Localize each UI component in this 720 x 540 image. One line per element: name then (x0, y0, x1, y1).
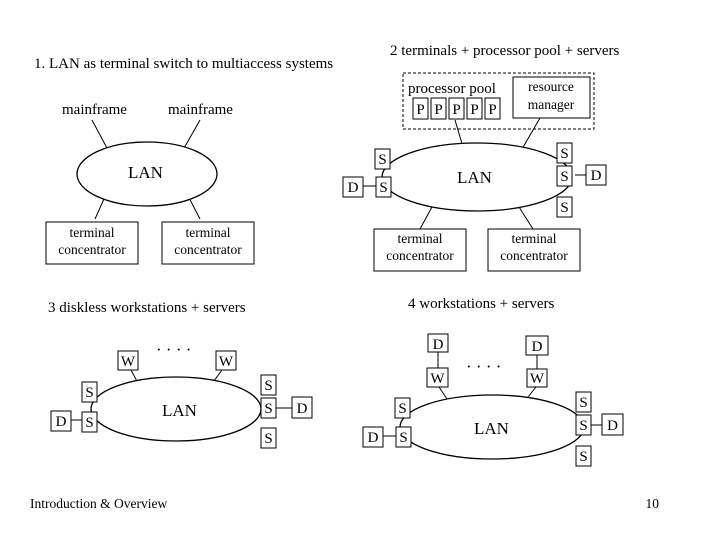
lan-label: LAN (457, 168, 492, 187)
server: S (85, 385, 93, 401)
terminal-concentrator-label: terminal (398, 231, 443, 246)
heading-terminal-switch: 1. LAN as terminal switch to multiaccess… (34, 56, 333, 72)
lan-label: LAN (162, 401, 197, 420)
terminal-concentrator-label: concentrator (174, 242, 242, 257)
resource-manager-label: manager (528, 97, 575, 112)
disk: D (532, 339, 543, 355)
disk: D (348, 180, 359, 196)
server: S (398, 401, 406, 417)
server: S (85, 415, 93, 431)
server: S (264, 378, 272, 394)
footer-title: Introduction & Overview (30, 496, 167, 511)
server: S (264, 431, 272, 447)
terminal-concentrator-label: concentrator (500, 248, 568, 263)
diagram-diskless-workstations: 3 diskless workstations + servers LAN W … (48, 300, 313, 449)
terminal-concentrator-label: terminal (512, 231, 557, 246)
disk: D (433, 337, 444, 353)
heading-diskless-workstations: 3 diskless workstations + servers (48, 300, 246, 316)
terminal-concentrator-label: terminal (186, 225, 231, 240)
server: S (560, 200, 568, 216)
terminal-concentrator-label: terminal (70, 225, 115, 240)
heading-workstations-servers: 4 workstations + servers (408, 296, 555, 312)
server: S (379, 180, 387, 196)
lan-ellipse (76, 141, 218, 207)
terminal-concentrator-label: concentrator (386, 248, 454, 263)
workstation: W (219, 354, 234, 370)
server: S (378, 152, 386, 168)
server: S (399, 430, 407, 446)
server: S (264, 401, 272, 417)
server: S (579, 449, 587, 465)
terminal-concentrator-label: concentrator (58, 242, 126, 257)
page-number: 10 (646, 496, 660, 511)
disk: D (591, 168, 602, 184)
processor: P (416, 102, 424, 118)
diagram-terminal-switch: 1. LAN as terminal switch to multiaccess… (34, 56, 333, 265)
heading-processor-pool: 2 terminals + processor pool + servers (390, 43, 620, 59)
diagram-processor-pool: 2 terminals + processor pool + servers p… (342, 43, 620, 272)
processor-pool-region (402, 72, 595, 130)
disk: D (297, 401, 308, 417)
server: S (560, 146, 568, 162)
processor: P (488, 102, 496, 118)
resource-manager-label: resource (528, 79, 574, 94)
disk: D (56, 414, 67, 430)
ellipsis: · · · · (156, 340, 191, 359)
workstation: W (430, 371, 445, 387)
workstation: W (121, 354, 136, 370)
disk: D (607, 418, 618, 434)
lan-label: LAN (128, 163, 163, 182)
workstation: W (530, 371, 545, 387)
processor: P (470, 102, 478, 118)
disk: D (368, 430, 379, 446)
processor: P (434, 102, 442, 118)
server: S (560, 169, 568, 185)
ellipsis: · · · · (466, 357, 501, 376)
diagram-workstations-servers: 4 workstations + servers LAN D W · · · ·… (362, 296, 624, 467)
lan-label: LAN (474, 419, 509, 438)
processor: P (452, 102, 460, 118)
processor-pool-label: processor pool (408, 81, 496, 97)
server: S (579, 418, 587, 434)
mainframe-label: mainframe (168, 102, 233, 118)
mainframe-label: mainframe (62, 102, 127, 118)
server: S (579, 395, 587, 411)
